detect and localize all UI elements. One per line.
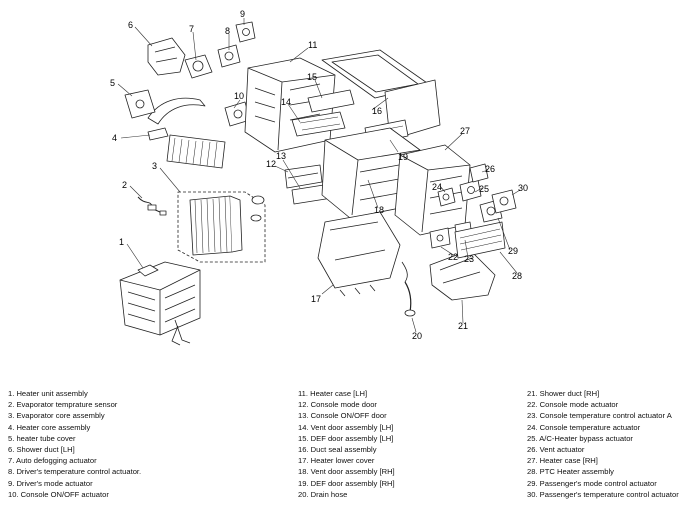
- legend-column-3: 21. Shower duct [RH] 22. Console mode ac…: [527, 388, 695, 500]
- callout-24: 24: [432, 182, 442, 192]
- drain-hose-part: [401, 261, 416, 317]
- driver-mode-actuator-part: [235, 21, 256, 43]
- evaporator-sensor-part: [137, 196, 167, 216]
- leader-lines: [117, 18, 521, 333]
- legend-item: 26. Vent actuator: [527, 445, 585, 455]
- auto-defog-actuator-part: [184, 54, 213, 79]
- console-mode-door-part: [284, 164, 323, 189]
- callout-9: 9: [240, 9, 245, 19]
- legend-item: 16. Duct seal assembly: [298, 445, 377, 455]
- legend-item: 10. Console ON/OFF actuator: [8, 489, 109, 499]
- legend-item: 20. Drain hose: [298, 489, 348, 499]
- legend-column-2: 11. Heater case [LH] 12. Console mode do…: [298, 388, 518, 500]
- legend-item: 5. heater tube cover: [8, 433, 76, 443]
- heater-lower-cover-part: [317, 211, 401, 297]
- callout-26: 26: [485, 164, 495, 174]
- callout-11: 11: [308, 40, 317, 50]
- shower-duct-rh-part: [429, 249, 496, 301]
- legend-item: 30. Passenger's temperature control actu…: [527, 489, 679, 499]
- passenger-temp-actuator-part: [491, 189, 517, 214]
- legend-item: 8. Driver's temperature control actuator…: [8, 467, 142, 477]
- callout-23: 23: [464, 254, 474, 264]
- legend-item: 15. DEF door assembly [LH]: [298, 433, 394, 443]
- exploded-view-diagram: 1 2 3 4 5 6 7 8 9 10 11 12 13 14 15 16 1…: [110, 9, 528, 346]
- legend-item: 19. DEF door assembly [RH]: [298, 478, 395, 488]
- legend-item: 9. Driver's mode actuator: [8, 478, 93, 488]
- callout-7: 7: [189, 24, 194, 34]
- callout-17: 17: [311, 294, 321, 304]
- callout-6: 6: [128, 20, 133, 30]
- callout-18: 18: [374, 205, 384, 215]
- legend-item: 7. Auto defogging actuator: [8, 456, 97, 466]
- exploded-view-svg: 1 2 3 4 5 6 7 8 9 10 11 12 13 14 15 16 1…: [110, 9, 528, 346]
- callout-30: 30: [518, 183, 528, 193]
- callout-20: 20: [412, 331, 422, 341]
- callout-28: 28: [512, 271, 522, 281]
- ptc-heater-part: [454, 221, 506, 259]
- legend-item: 28. PTC Heater assembly: [527, 467, 614, 477]
- callout-22: 22: [448, 252, 458, 262]
- legend-item: 3. Evaporator core assembly: [8, 411, 105, 421]
- legend-item: 27. Heater case [RH]: [527, 456, 598, 466]
- driver-temp-actuator-part: [217, 44, 241, 68]
- callout-29: 29: [508, 246, 518, 256]
- heater-tube-cover-part: [124, 89, 156, 119]
- def-door-lh-part: [307, 89, 355, 113]
- legend-item: 23. Console temperature control actuator…: [527, 411, 672, 421]
- console-mode-actuator-part: [429, 227, 451, 249]
- legend-item: 6. Shower duct [LH]: [8, 445, 75, 455]
- callout-25: 25: [479, 184, 489, 194]
- legend-item: 25. A/C-Heater bypass actuator: [527, 433, 633, 443]
- vent-door-lh-part: [291, 111, 346, 137]
- callout-5: 5: [110, 78, 115, 88]
- evaporator-core-part: [177, 191, 266, 263]
- legend-column-1: 1. Heater unit assembly 2. Evaporator te…: [8, 388, 278, 500]
- legend-item: 29. Passenger's mode control actuator: [527, 478, 657, 488]
- parts-legend: 1. Heater unit assembly 2. Evaporator te…: [0, 388, 695, 508]
- callout-19: 19: [398, 152, 408, 162]
- callout-1: 1: [119, 237, 124, 247]
- console-temp-actuator-part: [437, 187, 456, 207]
- callout-4: 4: [112, 133, 117, 143]
- legend-item: 24. Console temperature actuator: [527, 422, 641, 432]
- legend-item: 1. Heater unit assembly: [8, 389, 88, 398]
- callout-21: 21: [458, 321, 468, 331]
- shower-duct-lh-part: [147, 37, 186, 76]
- heater-core-part: [147, 97, 226, 169]
- callout-2: 2: [122, 180, 127, 190]
- legend-item: 22. Console mode actuator: [527, 400, 619, 410]
- callout-16: 16: [372, 106, 382, 116]
- callout-12: 12: [266, 159, 276, 169]
- callout-8: 8: [225, 26, 230, 36]
- legend-item: 17. Heater lower cover: [298, 456, 375, 466]
- callout-10: 10: [234, 91, 244, 101]
- heater-unit-assembly-part: [119, 261, 201, 346]
- legend-item: 21. Shower duct [RH]: [527, 389, 600, 398]
- callout-13: 13: [276, 151, 286, 161]
- callout-14: 14: [281, 97, 291, 107]
- ac-heater-bypass-actuator-part: [459, 179, 482, 202]
- callout-27: 27: [460, 126, 470, 136]
- callout-15: 15: [307, 72, 317, 82]
- legend-item: 12. Console mode door: [298, 400, 377, 410]
- legend-item: 14. Vent door assembly [LH]: [298, 422, 394, 432]
- legend-item: 13. Console ON/OFF door: [298, 411, 387, 421]
- vent-actuator-part: [469, 163, 489, 183]
- legend-item: 4. Heater core assembly: [8, 422, 91, 432]
- callout-3: 3: [152, 161, 157, 171]
- legend-item: 11. Heater case [LH]: [298, 389, 368, 398]
- legend-item: 18. Vent door assembly [RH]: [298, 467, 395, 477]
- legend-item: 2. Evaporator temprature sensor: [8, 400, 118, 410]
